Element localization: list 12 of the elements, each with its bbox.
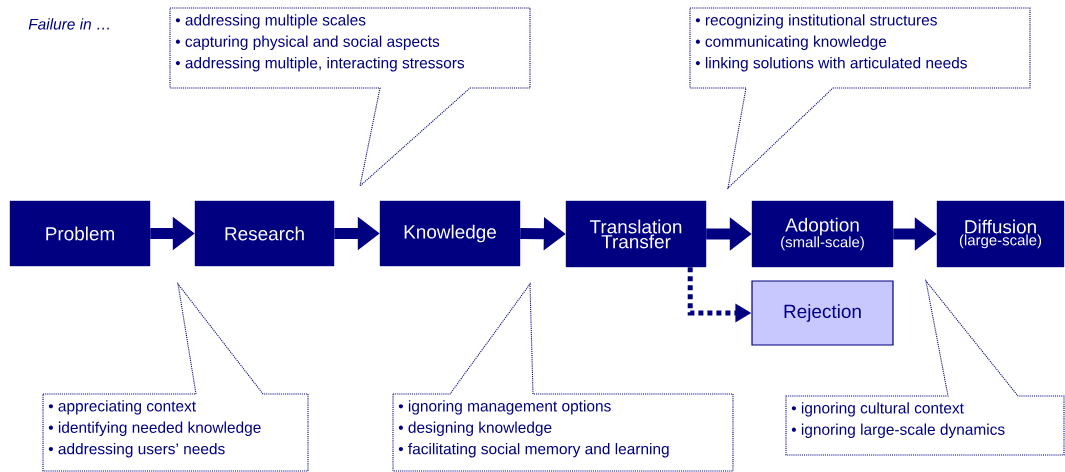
heading-note: Failure in …: [28, 18, 109, 30]
process-box: Problem: [9, 200, 151, 267]
process-box: Diffusion (large-scale): [936, 200, 1065, 268]
process-box: Translation Transfer: [565, 200, 707, 268]
callout-bubble: • recognizing institutional structures • communicating knowledge • linking solutions with articulated needs: [689, 7, 1031, 190]
process-box: Research: [194, 200, 335, 267]
callout-bubble: • ignoring management options • designing knowledge • facilitating social memory and learning: [392, 282, 734, 472]
callout-bubble: • appreciating context • identifying needed knowledge • addressing users’ needs: [42, 281, 309, 472]
rejection-box: Rejection: [751, 280, 894, 346]
process-box: Adoption (small-scale): [751, 200, 894, 268]
callout-bubble: • addressing multiple scales • capturing physical and social aspects • addressing multiple, interacting stressors: [169, 7, 531, 188]
process-box: Knowledge: [379, 200, 521, 267]
